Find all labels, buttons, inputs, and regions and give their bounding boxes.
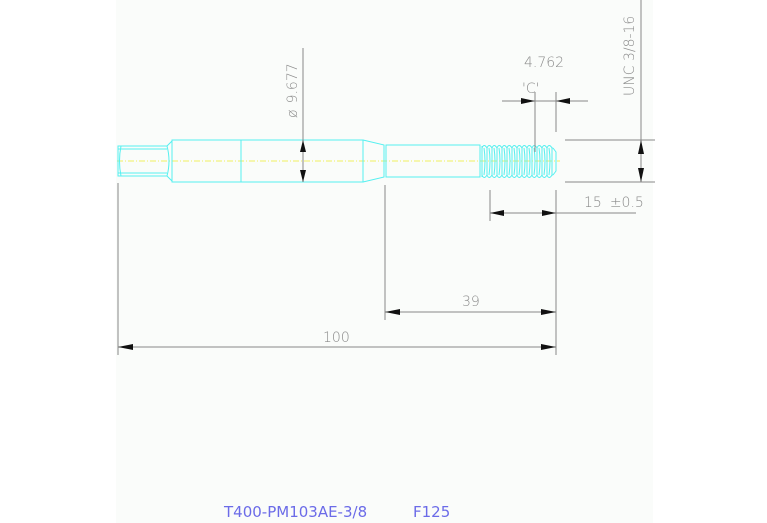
thread-length-label: 15±0.5	[584, 195, 644, 211]
overall-length-label: 100	[323, 330, 350, 346]
part-code: F125	[413, 503, 450, 521]
overall-length-dimension: 100	[117, 183, 556, 355]
chamfer-label: 'C'	[522, 81, 539, 97]
neck	[385, 144, 481, 178]
thread-length-dimension: 15±0.5	[489, 190, 644, 355]
pitch-dimension: 4.762 'C'	[502, 55, 588, 152]
neck-length-dimension: 39	[384, 185, 556, 320]
thread-section	[481, 145, 557, 178]
pitch-label: 4.762	[524, 55, 564, 71]
thread-spec-dimension: UNC 3/8-16	[565, 0, 655, 183]
thread-spec-label: UNC 3/8-16	[622, 16, 638, 96]
diameter-label: ø9.677	[285, 63, 301, 118]
part-number: T400-PM103AE-3/8	[223, 503, 367, 521]
diameter-dimension: ø9.677	[285, 48, 306, 182]
title-block: T400-PM103AE-3/8 F125	[223, 503, 450, 521]
neck-length-label: 39	[462, 294, 480, 310]
